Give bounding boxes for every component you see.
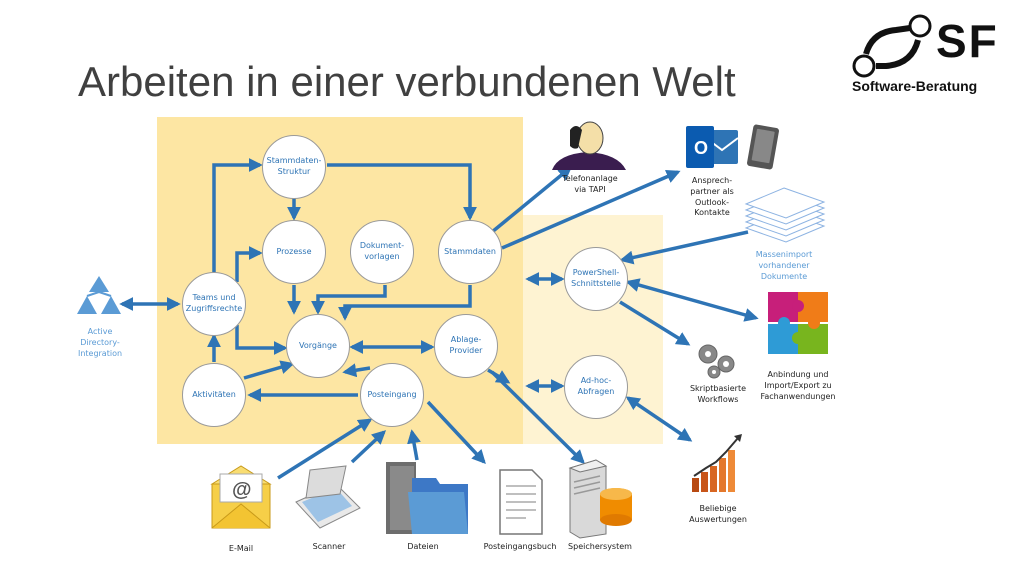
label-active-directory: Active Directory- Integration — [77, 327, 123, 358]
logo-mark: SF — [936, 15, 999, 67]
label-scanner: Scanner — [312, 542, 346, 551]
node-prozesse: Prozesse — [262, 220, 326, 284]
folder-icon — [386, 462, 468, 534]
node-aktivitaeten: Aktivitäten — [182, 363, 246, 427]
email-icon: @ — [210, 465, 272, 529]
label-email: E-Mail — [228, 544, 254, 553]
server-icon — [568, 459, 632, 539]
network-triangle-icon — [77, 276, 121, 314]
label-auswertungen: Beliebige Auswertungen — [689, 504, 747, 524]
label-speichersystem: Speichersystem — [568, 542, 632, 551]
label-telefonanlage: Telefonanlage via TAPI — [562, 174, 618, 194]
svg-text:@: @ — [232, 479, 252, 501]
outlook-icon: O — [686, 126, 739, 168]
node-ablage-provider: Ablage- Provider — [434, 314, 498, 378]
node-adhoc: Ad-hoc- Abfragen — [564, 355, 628, 419]
svg-text:O: O — [694, 138, 708, 158]
tablet-icon — [747, 124, 779, 170]
growth-chart-icon — [692, 434, 742, 492]
label-outlook: Ansprech- partner als Outlook- Kontakte — [690, 176, 734, 218]
label-dateien: Dateien — [407, 542, 439, 551]
node-posteingang: Posteingang — [360, 363, 424, 427]
scanner-icon — [295, 465, 361, 529]
label-posteingangsbuch: Posteingangsbuch — [483, 542, 557, 551]
page-title: Arbeiten in einer verbundenen Welt — [78, 58, 736, 105]
node-dokumentvorlagen: Dokument- vorlagen — [350, 220, 414, 284]
sf-logo-icon — [852, 14, 932, 78]
gears-icon — [698, 344, 735, 379]
node-stammdaten: Stammdaten — [438, 220, 502, 284]
puzzle-icon — [768, 292, 828, 354]
document-icon — [499, 469, 543, 535]
logo-subtitle: Software-Beratung — [852, 78, 978, 94]
node-stammdaten-struktur: Stammdaten- Struktur — [262, 135, 326, 199]
node-powershell: PowerShell- Schnittstelle — [564, 247, 628, 311]
label-skripte: Skriptbasierte Workflows — [689, 384, 747, 404]
person-phone-icon — [552, 121, 626, 170]
label-anbindung: Anbindung und Import/Export zu Fachanwen… — [760, 370, 836, 401]
documents-stack-icon — [744, 187, 826, 243]
node-vorgaenge: Vorgänge — [286, 314, 350, 378]
node-teams: Teams und Zugriffsrechte — [182, 272, 246, 336]
label-massenimport: Massenimport vorhandener Dokumente — [755, 250, 813, 281]
